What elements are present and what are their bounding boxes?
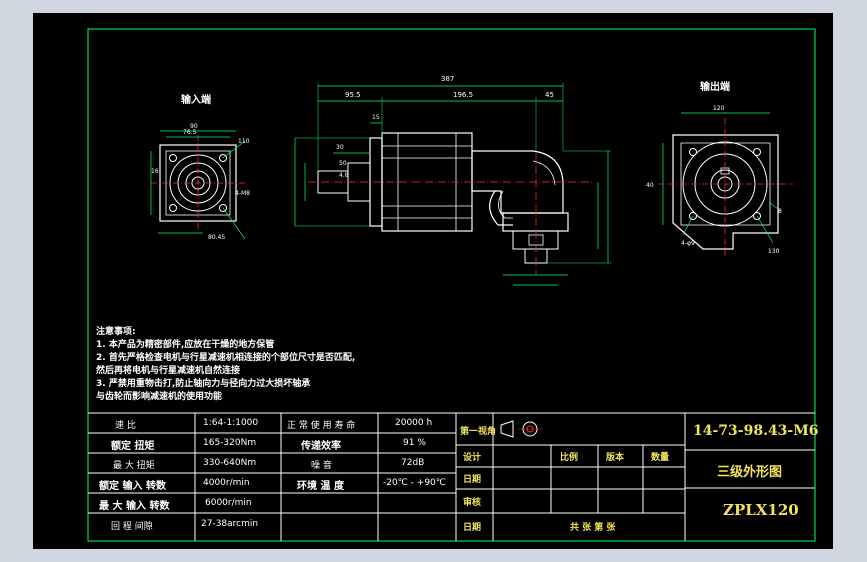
- drawing-number: 14-73-98.43-M6: [693, 423, 819, 439]
- spec-value: 20000 h: [395, 418, 433, 428]
- dim-text: 110: [238, 138, 250, 145]
- note-line: 然后再将电机与行星减速机自然连接: [96, 366, 241, 376]
- projection-label: 第一视角: [460, 427, 497, 437]
- spec-value: 4000r/min: [203, 478, 250, 488]
- dim-text: 50: [339, 160, 347, 167]
- spec-label: 回 程 间隙: [111, 522, 153, 532]
- input-bolt-hole: [219, 204, 227, 212]
- dim-text: 196.5: [453, 91, 473, 99]
- spec-value: 27-38arcmin: [201, 519, 259, 529]
- leader-line: [222, 207, 246, 240]
- projection-symbol: [500, 420, 543, 438]
- right-angle-head: [471, 150, 564, 214]
- note-line: 1. 本产品为精密部件,应放在干燥的地方保管: [96, 340, 275, 350]
- dim-text: 90: [190, 123, 198, 130]
- dim-text: 30: [336, 144, 344, 151]
- design-label: 设计: [463, 453, 482, 463]
- drawing-canvas: 387 95.5 196.5 45 15 30 50 4.8 90 76.5 1…: [33, 13, 833, 549]
- spec-value: -20℃ - +90℃: [383, 478, 446, 488]
- scale-label: 比例: [560, 453, 579, 463]
- input-end-view: [150, 130, 246, 240]
- note-line: 2. 首先严格检查电机与行星减速机相连接的个部位尺寸是否匹配,: [96, 353, 356, 363]
- dim-text: 45: [545, 91, 554, 99]
- head-curve: [532, 160, 556, 186]
- spec-table-grid: [88, 412, 815, 541]
- dim-text: 4.8: [339, 172, 349, 179]
- output-bolt-hole: [753, 148, 761, 156]
- spec-label: 最 大 输入 转数: [99, 501, 170, 512]
- dim-text: 4-φ9: [681, 240, 695, 247]
- output-bolt-hole: [689, 212, 697, 220]
- output-hub-side: [512, 230, 559, 250]
- leader-line: [756, 215, 774, 244]
- output-flange-inner: [680, 142, 771, 226]
- output-flange-side: [502, 212, 569, 232]
- dim-text: 15: [372, 114, 380, 121]
- spec-value: 6000r/min: [205, 498, 252, 508]
- notes-heading: 注意事项:: [96, 327, 136, 337]
- bend-tube-inner: [498, 190, 513, 219]
- output-bolt-hole: [689, 148, 697, 156]
- spec-value: 330-640Nm: [203, 458, 257, 468]
- sheets-label: 共 张 第 张: [570, 523, 616, 533]
- dim-text: 130: [768, 248, 780, 255]
- technical-drawing: 387 95.5 196.5 45 15 30 50 4.8 90 76.5 1…: [87, 28, 816, 542]
- title-block-grid: [456, 413, 815, 541]
- side-view: [294, 83, 611, 286]
- spec-label: 速 比: [115, 421, 136, 431]
- version-label: 版本: [606, 453, 625, 463]
- output-flange-outline: [672, 134, 779, 250]
- output-end-view: [658, 112, 793, 258]
- leader-line: [769, 202, 779, 210]
- spec-label: 额定 输入 转数: [99, 481, 166, 492]
- dim-text: 120: [713, 105, 725, 112]
- date-label: 日期: [463, 475, 482, 485]
- dim-text: 16: [151, 168, 159, 175]
- note-line: 3. 严禁用重物击打,防止轴向力与径向力过大损坏轴承: [96, 379, 311, 389]
- spec-value: 72dB: [401, 458, 425, 468]
- input-end-title: 输入端: [181, 93, 211, 106]
- sheet-border: [87, 28, 816, 542]
- dim-text: 80.45: [208, 234, 225, 241]
- dim-text: 40: [646, 182, 654, 189]
- dim-text: 76.5: [183, 129, 197, 136]
- spec-value: 165-320Nm: [203, 438, 257, 448]
- dim-text: 8: [778, 208, 782, 215]
- dim-text: 387: [441, 75, 454, 83]
- review-label: 审核: [463, 498, 482, 508]
- dim-text: 95.5: [345, 91, 361, 99]
- leader-line: [222, 140, 246, 159]
- spec-label: 最 大 扭矩: [113, 461, 155, 471]
- spec-label: 额定 扭矩: [111, 441, 155, 452]
- spec-value: 91 %: [403, 438, 426, 448]
- output-bolt-hole: [753, 212, 761, 220]
- spec-label: 噪 音: [311, 461, 332, 471]
- drawing-title: 三级外形图: [717, 465, 783, 480]
- input-bolt-hole: [169, 154, 177, 162]
- spec-label: 传递效率: [301, 441, 341, 452]
- bend-tube: [489, 190, 513, 226]
- input-bolt-hole: [169, 204, 177, 212]
- leader-line: [682, 215, 694, 236]
- output-end-title: 输出端: [700, 80, 730, 93]
- quantity-label: 数量: [651, 453, 670, 463]
- note-line: 与齿轮而影响减速机的使用功能: [96, 392, 223, 402]
- input-bolt-hole: [219, 154, 227, 162]
- spec-value: 1:64-1:1000: [203, 418, 259, 428]
- dim-text: 4-M8: [235, 190, 250, 197]
- spec-label: 正 常 使 用 寿 命: [287, 421, 356, 431]
- model-name: ZPLX120: [723, 501, 799, 519]
- date2-label: 日期: [463, 523, 482, 533]
- spec-label: 环境 温 度: [297, 481, 344, 492]
